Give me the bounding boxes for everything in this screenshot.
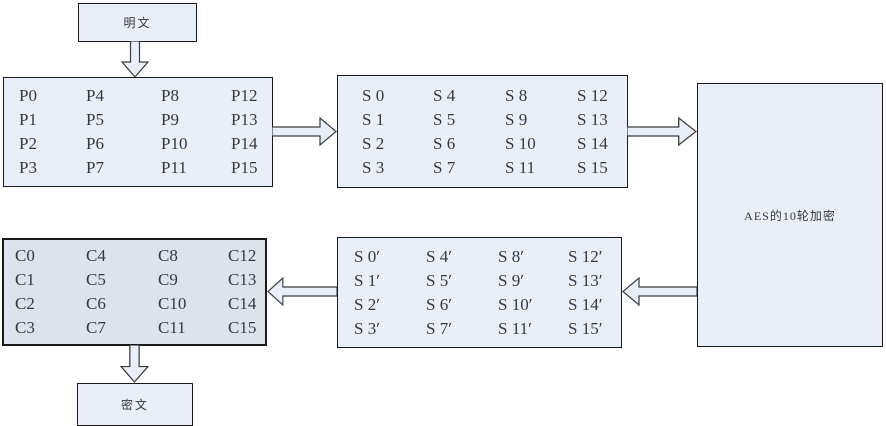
matrix-cell: C15 (228, 318, 257, 337)
plaintext-box: 明文 (78, 3, 197, 42)
matrix-cell: S 15′ (568, 319, 603, 338)
matrix-cell: P1 (19, 110, 37, 129)
matrix-cell: S 7 (433, 158, 456, 177)
matrix-cell: S 5 (433, 110, 456, 129)
matrix-cell: S 11 (505, 158, 536, 177)
matrix-cell: P4 (86, 86, 104, 105)
s-matrix-box: S 0 S 4 S 8 S 12 S 1 S 5 S 9 S 13 S 2 S 6 S 10 S 14… (337, 75, 628, 188)
matrix-cell: S 11′ (498, 319, 532, 338)
matrix-cell: S 1 (362, 110, 385, 129)
matrix-cell: S 0 (362, 86, 385, 105)
matrix-cell: S 15 (577, 158, 608, 177)
matrix-cell: S 4 (433, 86, 456, 105)
arrow-down-icon (120, 41, 150, 78)
matrix-cell: S 10′ (498, 295, 533, 314)
matrix-cell: S 13′ (568, 271, 603, 290)
matrix-cell: C4 (86, 246, 106, 265)
aes-rounds-label: AES的10轮加密 (744, 208, 836, 223)
arrow-left-icon (622, 277, 697, 306)
matrix-cell: S 3′ (354, 319, 380, 338)
matrix-cell: S 2′ (354, 295, 380, 314)
matrix-cell: S 14 (577, 134, 608, 153)
matrix-cell: C9 (158, 270, 178, 289)
s-prime-matrix-box: S 0′ S 4′ S 8′ S 12′ S 1′ S 5′ S 9′ S 13′ S 2′ S … (337, 237, 622, 348)
matrix-cell: S 6 (433, 134, 456, 153)
plaintext-label: 明文 (123, 16, 152, 30)
matrix-cell: P15 (231, 158, 258, 177)
matrix-cell: C5 (86, 270, 106, 289)
matrix-cell: S 1′ (354, 271, 380, 290)
arrow-down-icon (119, 345, 150, 383)
matrix-cell: S 5′ (426, 271, 452, 290)
matrix-cell: S 9′ (498, 271, 524, 290)
matrix-cell: C11 (158, 318, 186, 337)
matrix-cell: C14 (228, 294, 257, 313)
matrix-cell: S 10 (505, 134, 536, 153)
matrix-cell: P7 (86, 158, 104, 177)
ciphertext-box: 密文 (77, 383, 193, 426)
matrix-cell: C2 (15, 294, 35, 313)
matrix-cell: S 14′ (568, 295, 603, 314)
matrix-cell: S 7′ (426, 319, 452, 338)
matrix-cell: S 9 (505, 110, 528, 129)
matrix-cell: P13 (231, 110, 258, 129)
matrix-cell: C0 (15, 246, 35, 265)
aes-rounds-box: AES的10轮加密 (697, 83, 883, 347)
matrix-cell: S 3 (362, 158, 385, 177)
matrix-cell: P8 (161, 86, 179, 105)
matrix-cell: C3 (15, 318, 35, 337)
matrix-cell: C10 (158, 294, 187, 313)
matrix-cell: P5 (86, 110, 104, 129)
matrix-cell: C7 (86, 318, 106, 337)
matrix-cell: S 2 (362, 134, 385, 153)
ciphertext-label: 密文 (120, 398, 149, 412)
matrix-cell: S 8′ (498, 247, 524, 266)
matrix-cell: P6 (86, 134, 104, 153)
matrix-cell: P11 (161, 158, 187, 177)
matrix-cell: C6 (86, 294, 106, 313)
matrix-cell: P12 (231, 86, 258, 105)
matrix-cell: S 12 (577, 86, 608, 105)
arrow-right-icon (627, 117, 697, 146)
matrix-cell: S 13 (577, 110, 608, 129)
matrix-cell: C12 (228, 246, 257, 265)
arrow-left-icon (267, 277, 337, 306)
matrix-cell: S 6′ (426, 295, 452, 314)
matrix-cell: P0 (19, 86, 37, 105)
matrix-cell: P2 (19, 134, 37, 153)
arrow-right-icon (272, 117, 337, 146)
matrix-cell: S 8 (505, 86, 528, 105)
matrix-cell: C13 (228, 270, 257, 289)
matrix-cell: S 12′ (568, 247, 603, 266)
matrix-cell: P10 (161, 134, 188, 153)
matrix-cell: C1 (15, 270, 35, 289)
matrix-cell: S 4′ (426, 247, 452, 266)
matrix-cell: S 0′ (354, 247, 380, 266)
matrix-cell: P3 (19, 158, 37, 177)
matrix-cell: P14 (231, 134, 258, 153)
matrix-cell: C8 (158, 246, 178, 265)
matrix-cell: P9 (161, 110, 179, 129)
